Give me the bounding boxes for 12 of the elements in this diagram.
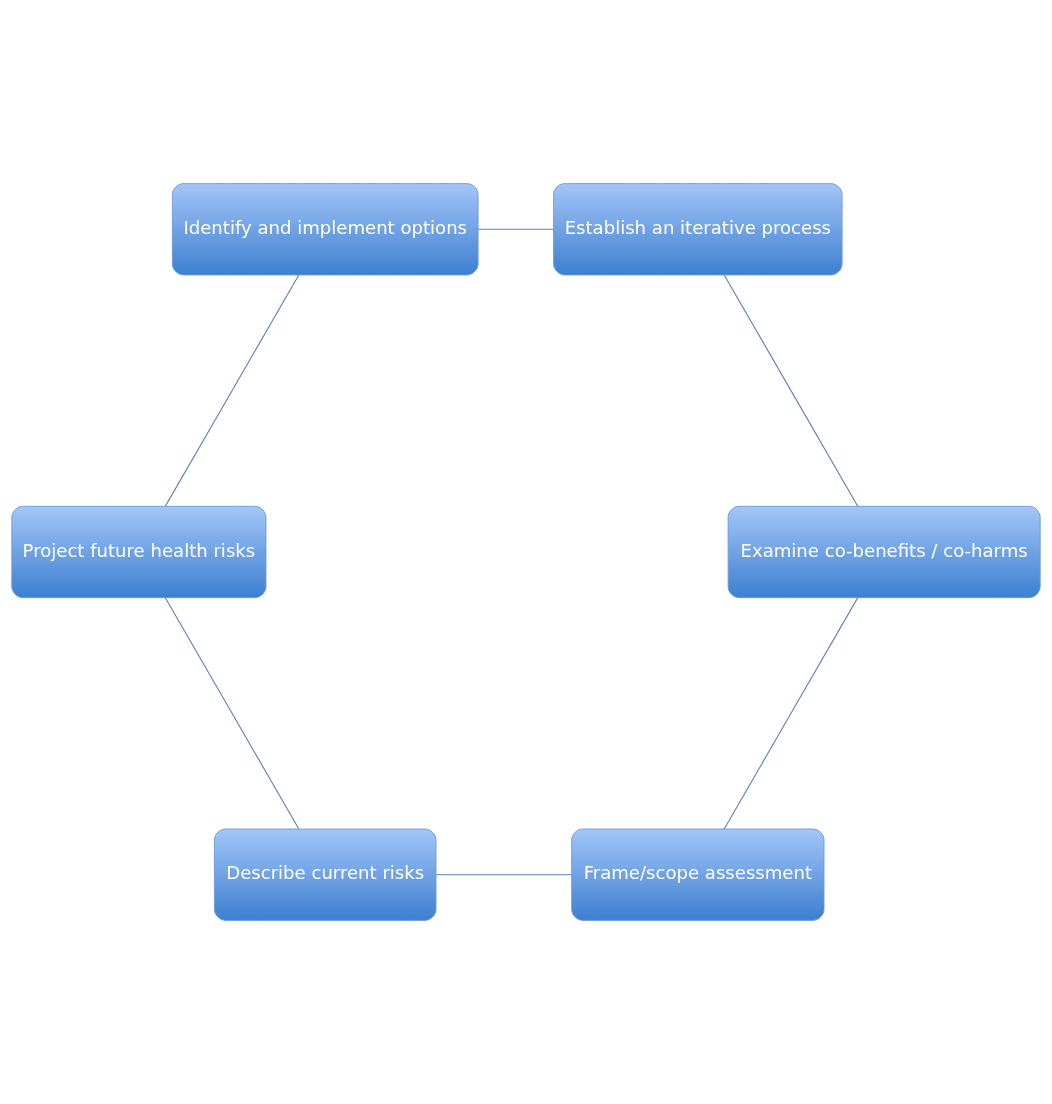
node-box: Establish an iterative process xyxy=(553,183,843,276)
node-box: Project future health risks xyxy=(11,505,267,599)
node-box: Identify and implement options xyxy=(171,183,479,276)
connector xyxy=(435,874,572,876)
connector xyxy=(723,274,859,507)
connector xyxy=(164,274,300,507)
node-box: Examine co-benefits / co-harms xyxy=(727,505,1041,599)
connector xyxy=(477,228,554,230)
connector xyxy=(164,597,300,830)
connector xyxy=(723,597,859,830)
node-box: Describe current risks xyxy=(213,828,437,921)
node-box: Frame/scope assessment xyxy=(571,828,825,921)
